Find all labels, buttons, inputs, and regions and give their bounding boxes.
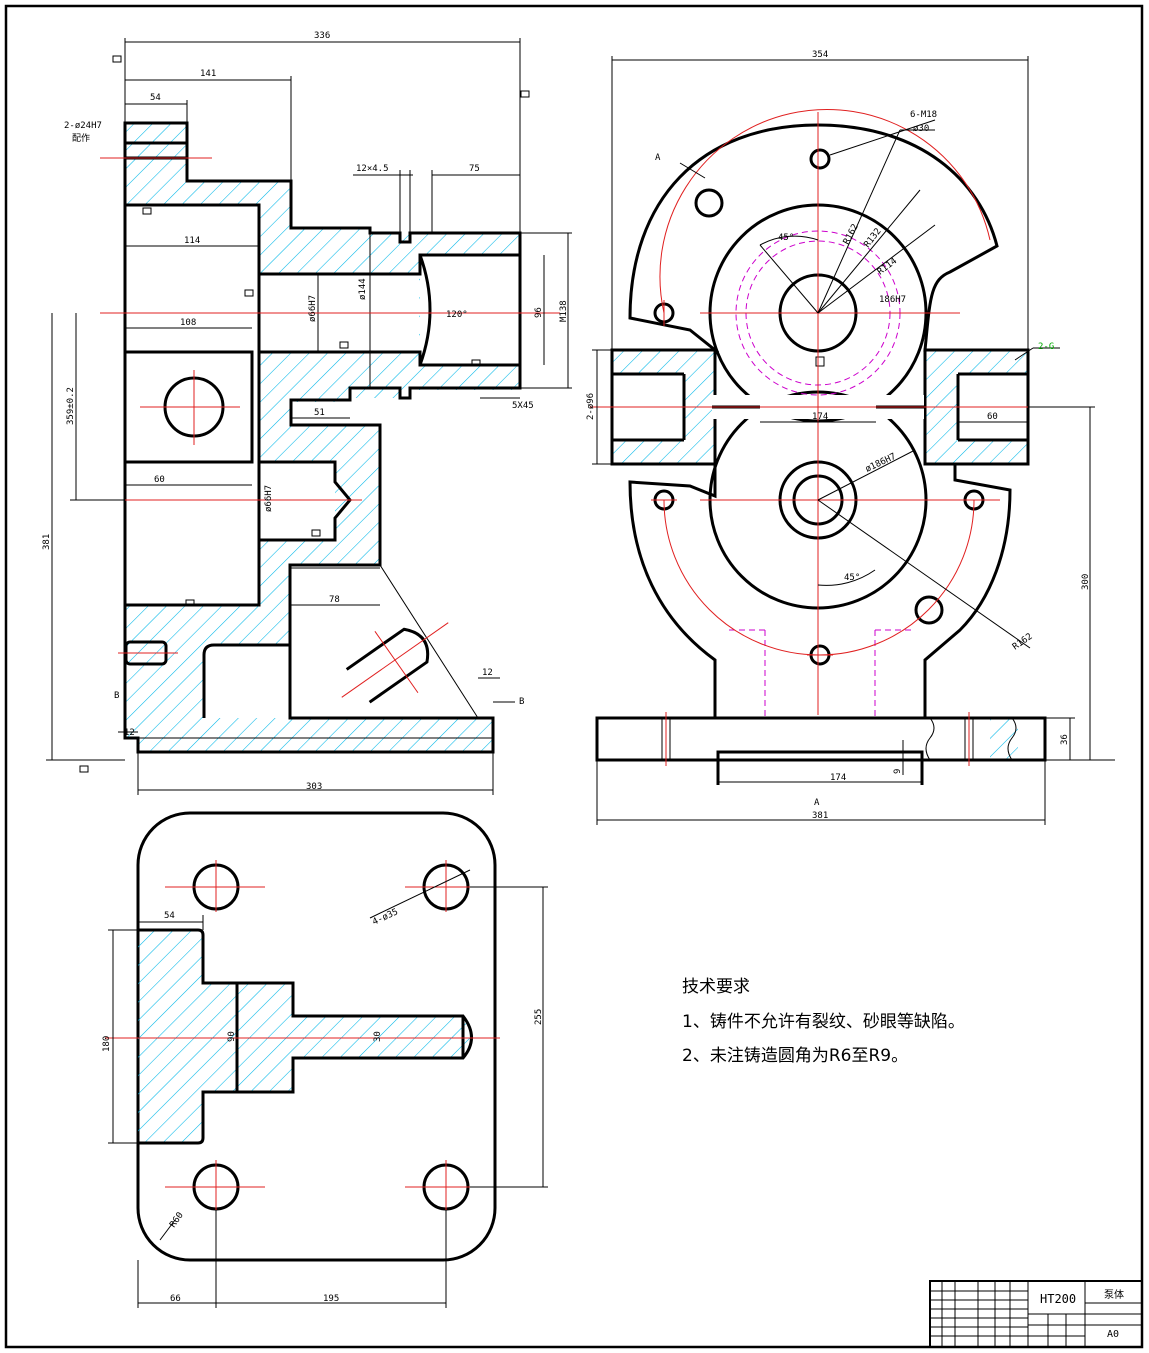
dim-45deg-b: 45° bbox=[844, 573, 860, 583]
dim-174-b: 174 bbox=[830, 773, 846, 783]
dim-354: 354 bbox=[812, 50, 828, 60]
dim-r60: R60 bbox=[168, 1211, 186, 1230]
dim-180: 180 bbox=[102, 1036, 112, 1052]
dim-195: 195 bbox=[323, 1294, 339, 1304]
sheet-border bbox=[4, 4, 1144, 1349]
notes-line-2: 2、未注铸造圆角为R6至R9。 bbox=[682, 1046, 908, 1066]
dim-5x45: 5X45 bbox=[512, 401, 534, 411]
dim-51: 51 bbox=[314, 408, 325, 418]
dim-96: 96 bbox=[534, 307, 544, 318]
dim-60: 60 bbox=[154, 475, 165, 485]
dim-9: 9 bbox=[893, 769, 903, 774]
dim-12: 12 bbox=[482, 668, 493, 678]
dim-255: 255 bbox=[534, 1009, 544, 1025]
dim-54-plan: 54 bbox=[164, 911, 175, 921]
dim-303: 303 bbox=[306, 782, 322, 792]
dim-144: ø144 bbox=[358, 278, 368, 300]
dim-36: 36 bbox=[1060, 734, 1070, 745]
dim-108: 108 bbox=[180, 318, 196, 328]
material: HT200 bbox=[1040, 1292, 1076, 1306]
dim-359: 359±0.2 bbox=[66, 387, 76, 425]
dim-r162: R162 bbox=[842, 223, 861, 247]
dim-r114: R114 bbox=[876, 256, 899, 277]
notes-line-1: 1、铸件不允许有裂纹、砂眼等缺陷。 bbox=[682, 1012, 965, 1032]
dim-45deg: 45° bbox=[778, 233, 794, 243]
dim-381-side: 381 bbox=[812, 811, 828, 821]
section-b-left: B bbox=[114, 691, 119, 701]
title-block: HT200 泵体 A0 bbox=[929, 1280, 1143, 1348]
hole-note-2: 配作 bbox=[72, 132, 90, 144]
dim-30: ø30 bbox=[913, 124, 929, 134]
dim-r162-b: R162 bbox=[1011, 632, 1035, 653]
dim-114: 114 bbox=[184, 236, 200, 246]
dim-381: 381 bbox=[42, 534, 52, 550]
dim-300: 300 bbox=[1081, 574, 1091, 590]
dim-186h7: 186H7 bbox=[879, 295, 906, 305]
dim-174: 174 bbox=[812, 412, 828, 422]
notes-title: 技术要求 bbox=[682, 977, 750, 997]
dim-12-b: 12 bbox=[124, 728, 135, 738]
section-a-bottom: A bbox=[814, 798, 820, 808]
dim-75: 75 bbox=[469, 164, 480, 174]
part-name: 泵体 bbox=[1104, 1289, 1124, 1301]
plan-view: 54 180 90 30 255 4-ø35 R60 66 195 bbox=[102, 811, 548, 1308]
sheet-size: A0 bbox=[1107, 1329, 1119, 1340]
dim-2-96: 2-ø96 bbox=[586, 393, 596, 420]
dim-66h7-b: ø66H7 bbox=[264, 485, 274, 512]
dim-60-side: 60 bbox=[987, 412, 998, 422]
dim-66: 66 bbox=[170, 1294, 181, 1304]
section-b-right: B bbox=[519, 697, 524, 707]
roughness-symbols bbox=[79, 55, 530, 773]
dim-6-m18: 6-M18 bbox=[910, 110, 937, 120]
dim-141: 141 bbox=[200, 69, 216, 79]
pipe-thread-note: 2-G bbox=[1038, 342, 1054, 352]
dim-66h7: ø66H7 bbox=[308, 295, 318, 322]
dim-336: 336 bbox=[314, 31, 330, 41]
section-a-top: A bbox=[655, 153, 661, 163]
side-view: 354 6-M18 ø30 R162 R132 R114 186H7 45° 2… bbox=[586, 50, 1115, 825]
dim-78: 78 bbox=[329, 595, 340, 605]
dim-12x45: 12×4.5 bbox=[356, 164, 389, 174]
dim-54: 54 bbox=[150, 93, 161, 103]
hole-note: 2-ø24H7 bbox=[64, 121, 102, 131]
technical-requirements: 技术要求 1、铸件不允许有裂纹、砂眼等缺陷。 2、未注铸造圆角为R6至R9。 bbox=[682, 977, 965, 1066]
dim-m138: M138 bbox=[559, 300, 569, 322]
dim-186h7-b: ø186H7 bbox=[864, 452, 898, 475]
dim-120deg: 120° bbox=[446, 310, 468, 320]
dim-30: 30 bbox=[373, 1031, 383, 1042]
front-section-view: 336 141 54 2-ø24H7 配作 12×4.5 75 114 108 … bbox=[42, 31, 572, 795]
dim-90: 90 bbox=[227, 1031, 237, 1042]
